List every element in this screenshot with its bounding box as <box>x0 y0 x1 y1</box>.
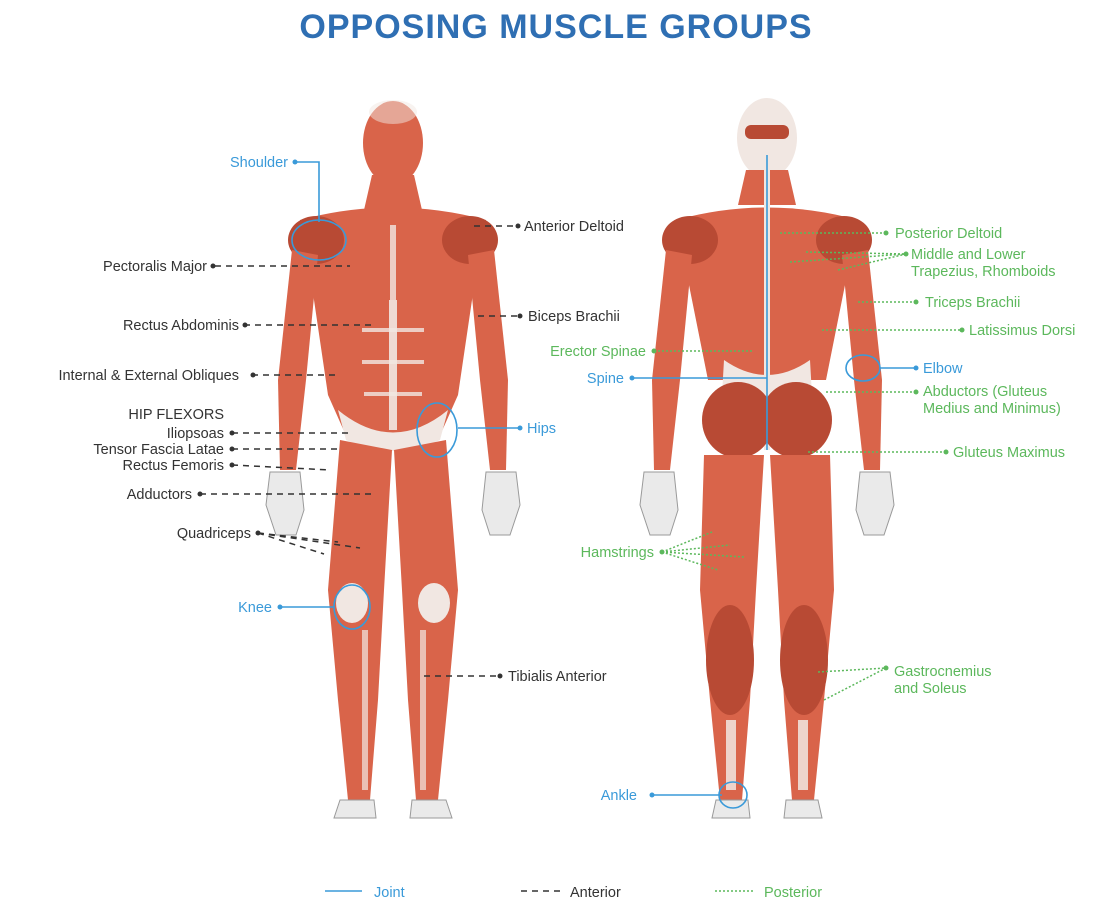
label-latissimus-dorsi: Latissimus Dorsi <box>969 323 1075 339</box>
label-rectus-abdominis: Rectus Abdominis <box>123 318 239 334</box>
label-hips: Hips <box>527 421 556 437</box>
label-trapezius-line2: Trapezius, Rhomboids <box>911 264 1056 280</box>
label-shoulder: Shoulder <box>230 155 288 171</box>
label-elbow: Elbow <box>923 361 963 377</box>
label-abductors-line1: Abductors (Gluteus <box>923 384 1047 400</box>
label-trapezius-line1: Middle and Lower <box>911 247 1026 263</box>
label-obliques: Internal & External Obliques <box>58 368 239 384</box>
label-abductors-line2: Medius and Minimus) <box>923 401 1061 417</box>
page-title: OPPOSING MUSCLE GROUPS <box>299 8 813 46</box>
label-adductors: Adductors <box>127 487 192 503</box>
label-tensor-fascia-latae: Tensor Fascia Latae <box>93 442 224 458</box>
front-leaders <box>197 159 523 679</box>
label-triceps-brachii: Triceps Brachii <box>925 295 1020 311</box>
label-quadriceps: Quadriceps <box>177 526 251 542</box>
label-gastroc-line1: Gastrocnemius <box>894 664 992 680</box>
label-gluteus-maximus: Gluteus Maximus <box>953 445 1065 461</box>
front-labels: Shoulder Anterior Deltoid Pectoralis Maj… <box>58 155 623 685</box>
label-ankle: Ankle <box>601 788 637 804</box>
front-figure <box>265 100 521 819</box>
legend-anterior-label: Anterior <box>570 885 621 901</box>
legend: Joint Anterior Posterior <box>325 885 822 901</box>
label-posterior-deltoid: Posterior Deltoid <box>895 226 1002 242</box>
back-labels: Posterior Deltoid Middle and Lower Trape… <box>550 226 1075 804</box>
legend-posterior-label: Posterior <box>764 885 822 901</box>
legend-joint-label: Joint <box>374 885 405 901</box>
label-erector-spinae: Erector Spinae <box>550 344 646 360</box>
label-rectus-femoris: Rectus Femoris <box>122 458 224 474</box>
label-iliopsoas: Iliopsoas <box>167 426 224 442</box>
label-hip-flexors: HIP FLEXORS <box>128 407 224 423</box>
label-spine: Spine <box>587 371 624 387</box>
back-leaders <box>629 155 965 809</box>
label-biceps-brachii: Biceps Brachii <box>528 309 620 325</box>
label-hamstrings: Hamstrings <box>581 545 654 561</box>
label-tibialis-anterior: Tibialis Anterior <box>508 669 607 685</box>
label-anterior-deltoid: Anterior Deltoid <box>524 219 624 235</box>
label-gastroc-line2: and Soleus <box>894 681 967 697</box>
label-pectoralis-major: Pectoralis Major <box>103 259 207 275</box>
label-knee: Knee <box>238 600 272 616</box>
